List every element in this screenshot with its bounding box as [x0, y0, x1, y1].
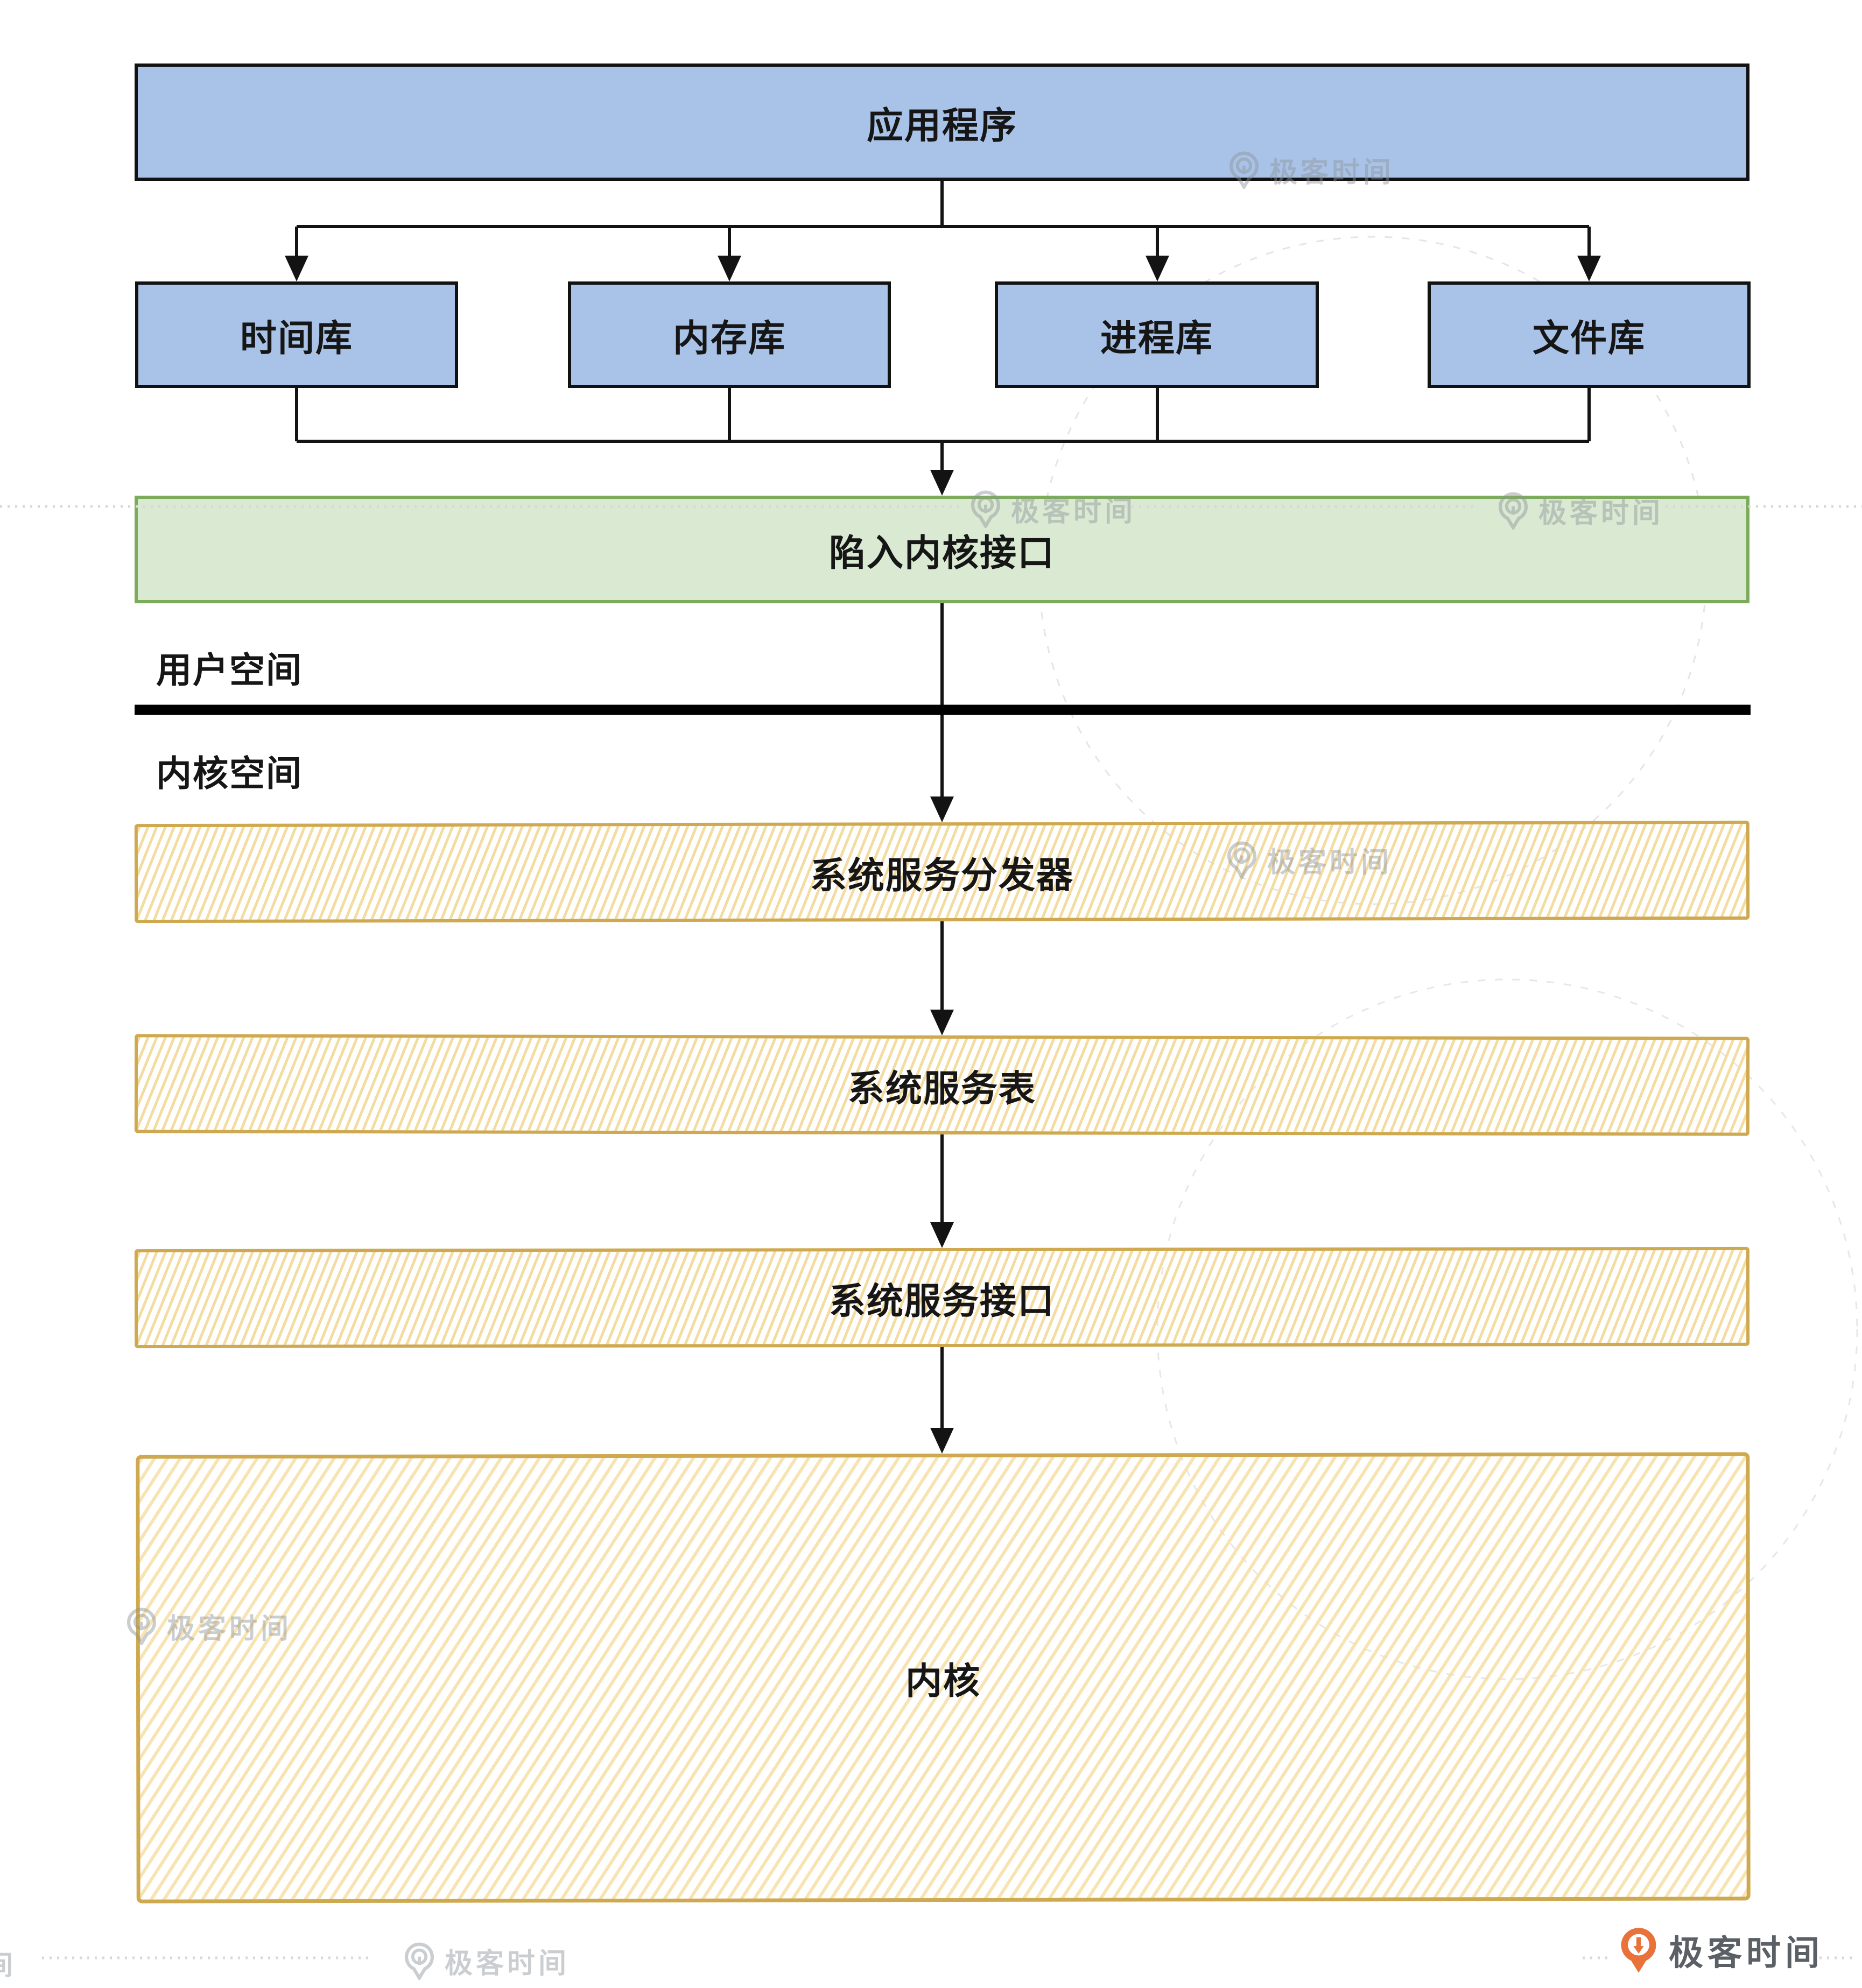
watermark-partial-glyph: 间	[0, 1944, 13, 1983]
watermark-text: 极客时间	[167, 1613, 292, 1645]
watermark-text: 极客时间	[1538, 498, 1664, 529]
memory-library-box: 内存库	[568, 281, 891, 388]
memory-library-label: 内存库	[672, 318, 786, 359]
geektime-pin-icon	[1227, 841, 1257, 879]
watermark: 极客时间	[1227, 150, 1394, 190]
watermark: 极客时间	[403, 1941, 570, 1981]
kernel-box: 内核	[136, 1452, 1751, 1904]
watermark-text: 极客时间	[1269, 157, 1395, 188]
system-service-interface-box: 系统服务接口	[134, 1246, 1750, 1349]
geektime-logo-text: 极客时间	[1669, 1934, 1824, 1972]
system-service-dispatcher-label: 系统服务分发器	[810, 854, 1074, 897]
watermark-text: 极客时间	[1267, 847, 1393, 878]
fanout-connectors	[295, 181, 1591, 1430]
system-service-dispatcher-box: 系统服务分发器	[134, 820, 1750, 923]
user-space-label: 用户空间	[156, 650, 303, 690]
process-library-box: 进程库	[995, 281, 1319, 388]
geektime-pin-icon	[127, 1608, 157, 1645]
process-library-label: 进程库	[1100, 318, 1213, 359]
application-label: 应用程序	[866, 105, 1017, 146]
trap-kernel-interface-label: 陷入内核接口	[828, 532, 1055, 574]
application-box: 应用程序	[135, 64, 1749, 181]
kernel-space-label: 内核空间	[156, 753, 303, 793]
watermark: 极客时间	[125, 1606, 292, 1646]
time-library-label: 时间库	[240, 318, 353, 359]
system-service-table-box: 系统服务表	[134, 1034, 1750, 1136]
geektime-pin-icon	[1498, 492, 1528, 530]
watermark-text: 极客时间	[445, 1948, 570, 1979]
time-library-box: 时间库	[135, 281, 458, 388]
geektime-logo-icon	[1621, 1928, 1656, 1973]
watermark-text: 极客时间	[1011, 496, 1136, 527]
geektime-pin-icon	[971, 490, 1001, 528]
geektime-logo: 极客时间	[1618, 1926, 1824, 1975]
geektime-pin-icon	[1229, 151, 1259, 189]
file-library-box: 文件库	[1428, 281, 1751, 388]
watermark: 极客时间	[1225, 840, 1392, 880]
kernel-label: 内核	[905, 1660, 981, 1702]
geektime-pin-icon	[404, 1942, 434, 1980]
system-service-table-label: 系统服务表	[847, 1068, 1037, 1109]
watermark: 极客时间	[1496, 490, 1663, 531]
system-service-interface-label: 系统服务接口	[828, 1280, 1056, 1322]
watermark: 极客时间	[969, 489, 1136, 529]
file-library-label: 文件库	[1532, 318, 1646, 359]
